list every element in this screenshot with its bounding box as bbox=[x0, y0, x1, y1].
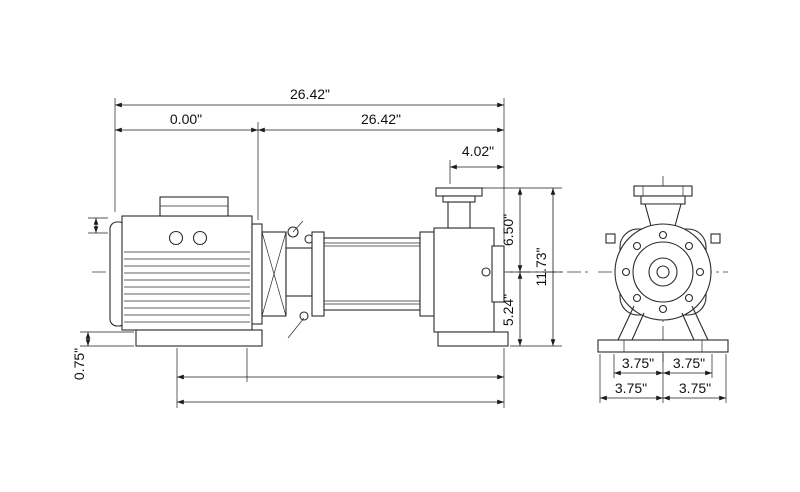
dim-label-discharge-offset: 4.02" bbox=[462, 143, 494, 159]
head-block bbox=[433, 227, 495, 333]
dim-motor-detail bbox=[88, 217, 108, 234]
tie-rods bbox=[324, 242, 420, 305]
drain-plug bbox=[299, 311, 309, 321]
dim-pump-length: 26.42" bbox=[258, 111, 504, 133]
dim-label-center-to-discharge: 6.50" bbox=[500, 214, 516, 246]
bolt-hole-e bbox=[695, 267, 705, 277]
shaft-seal-housing bbox=[285, 247, 313, 297]
end-casing bbox=[605, 223, 721, 321]
dim-label-base-height: 0.75" bbox=[71, 348, 87, 380]
end-discharge-flange bbox=[633, 185, 693, 227]
bolt-hole-se bbox=[684, 293, 694, 303]
cable-entry-right bbox=[192, 230, 208, 246]
dim-end-outer-right: 3.75" bbox=[663, 380, 726, 401]
pump-head bbox=[433, 187, 509, 347]
discharge-pipe bbox=[447, 201, 471, 229]
suction-flange bbox=[491, 245, 505, 303]
leg-right-outer bbox=[691, 305, 709, 341]
end-flange-neck bbox=[644, 203, 682, 227]
motor-cooling-fins bbox=[124, 251, 250, 323]
dim-overall-height: 11.73" bbox=[533, 188, 556, 346]
leg-left-outer bbox=[617, 305, 635, 341]
gauge-plug bbox=[481, 267, 491, 277]
side-view: 26.42" 0.00" 26.42" 4.02" 6.50 bbox=[71, 86, 588, 408]
casing-outer bbox=[614, 223, 712, 321]
bolt-hole-n bbox=[658, 230, 668, 240]
dim-label-end-outer-right: 3.75" bbox=[679, 380, 711, 396]
sleeve-right-plate bbox=[419, 231, 435, 317]
side-view-dimensions: 26.42" 0.00" 26.42" 4.02" 6.50 bbox=[71, 86, 562, 408]
dim-label-ref-zero: 0.00" bbox=[170, 111, 202, 127]
base-plate bbox=[597, 339, 729, 353]
sleeve-left-plate bbox=[311, 231, 325, 317]
drain-line bbox=[287, 317, 305, 339]
leg-right-inner bbox=[681, 312, 695, 341]
sleeve-shell bbox=[323, 237, 421, 311]
bolt-hole-w bbox=[621, 267, 631, 277]
dim-center-to-base: 5.24" bbox=[500, 272, 523, 346]
bolt-hole-sw bbox=[632, 293, 642, 303]
pump-foot bbox=[437, 331, 509, 347]
leg-left-inner bbox=[631, 312, 645, 341]
coupling-lantern bbox=[251, 220, 314, 339]
discharge-flange-neck bbox=[442, 195, 476, 203]
discharge-flange bbox=[435, 187, 483, 197]
end-view: 3.75" 3.75" 3.75" 3.75" bbox=[597, 176, 729, 403]
casing-plug-right bbox=[710, 233, 721, 244]
end-flange-hub bbox=[640, 195, 686, 205]
dim-label-end-inner-left: 3.75" bbox=[622, 355, 654, 371]
bolt-hole-nw bbox=[632, 241, 642, 251]
terminal-box bbox=[159, 196, 229, 217]
motor-flange bbox=[251, 223, 263, 325]
casing-plug-left bbox=[605, 233, 616, 244]
dim-label-end-outer-left: 3.75" bbox=[615, 380, 647, 396]
lantern-brace-2 bbox=[261, 231, 287, 317]
vent-valve-handle bbox=[292, 220, 304, 233]
dim-label-pump-length: 26.42" bbox=[361, 111, 401, 127]
dim-label-overall-height: 11.73" bbox=[533, 247, 549, 286]
dim-base-height: 0.75" bbox=[71, 331, 134, 380]
bolt-hole-ne bbox=[684, 241, 694, 251]
dim-overall-length: 26.42" bbox=[115, 86, 504, 108]
dim-label-end-inner-right: 3.75" bbox=[673, 355, 705, 371]
motor-foot bbox=[135, 329, 263, 347]
dim-end-outer-left: 3.75" bbox=[600, 380, 663, 401]
dim-ref-zero: 0.00" bbox=[115, 111, 258, 133]
dim-end-inner-right: 3.75" bbox=[663, 355, 712, 376]
bolt-hole-s bbox=[658, 304, 668, 314]
vent-valve bbox=[287, 226, 299, 238]
end-base bbox=[597, 305, 729, 353]
dim-discharge-offset: 4.02" bbox=[450, 143, 504, 170]
shaft-boss bbox=[648, 257, 678, 287]
cable-entry-left bbox=[168, 230, 184, 246]
motor bbox=[109, 196, 263, 347]
end-view-dimensions: 3.75" 3.75" 3.75" 3.75" bbox=[599, 354, 727, 403]
dim-label-overall-length: 26.42" bbox=[290, 86, 330, 102]
casing-mid bbox=[632, 241, 694, 303]
dim-bottom-spans bbox=[176, 348, 505, 408]
pump-sleeve bbox=[311, 231, 435, 317]
dim-center-to-discharge: 6.50" bbox=[500, 188, 523, 272]
shaft-end bbox=[656, 265, 670, 279]
dim-end-inner-left: 3.75" bbox=[614, 355, 663, 376]
dim-label-center-to-base: 5.24" bbox=[500, 294, 516, 326]
